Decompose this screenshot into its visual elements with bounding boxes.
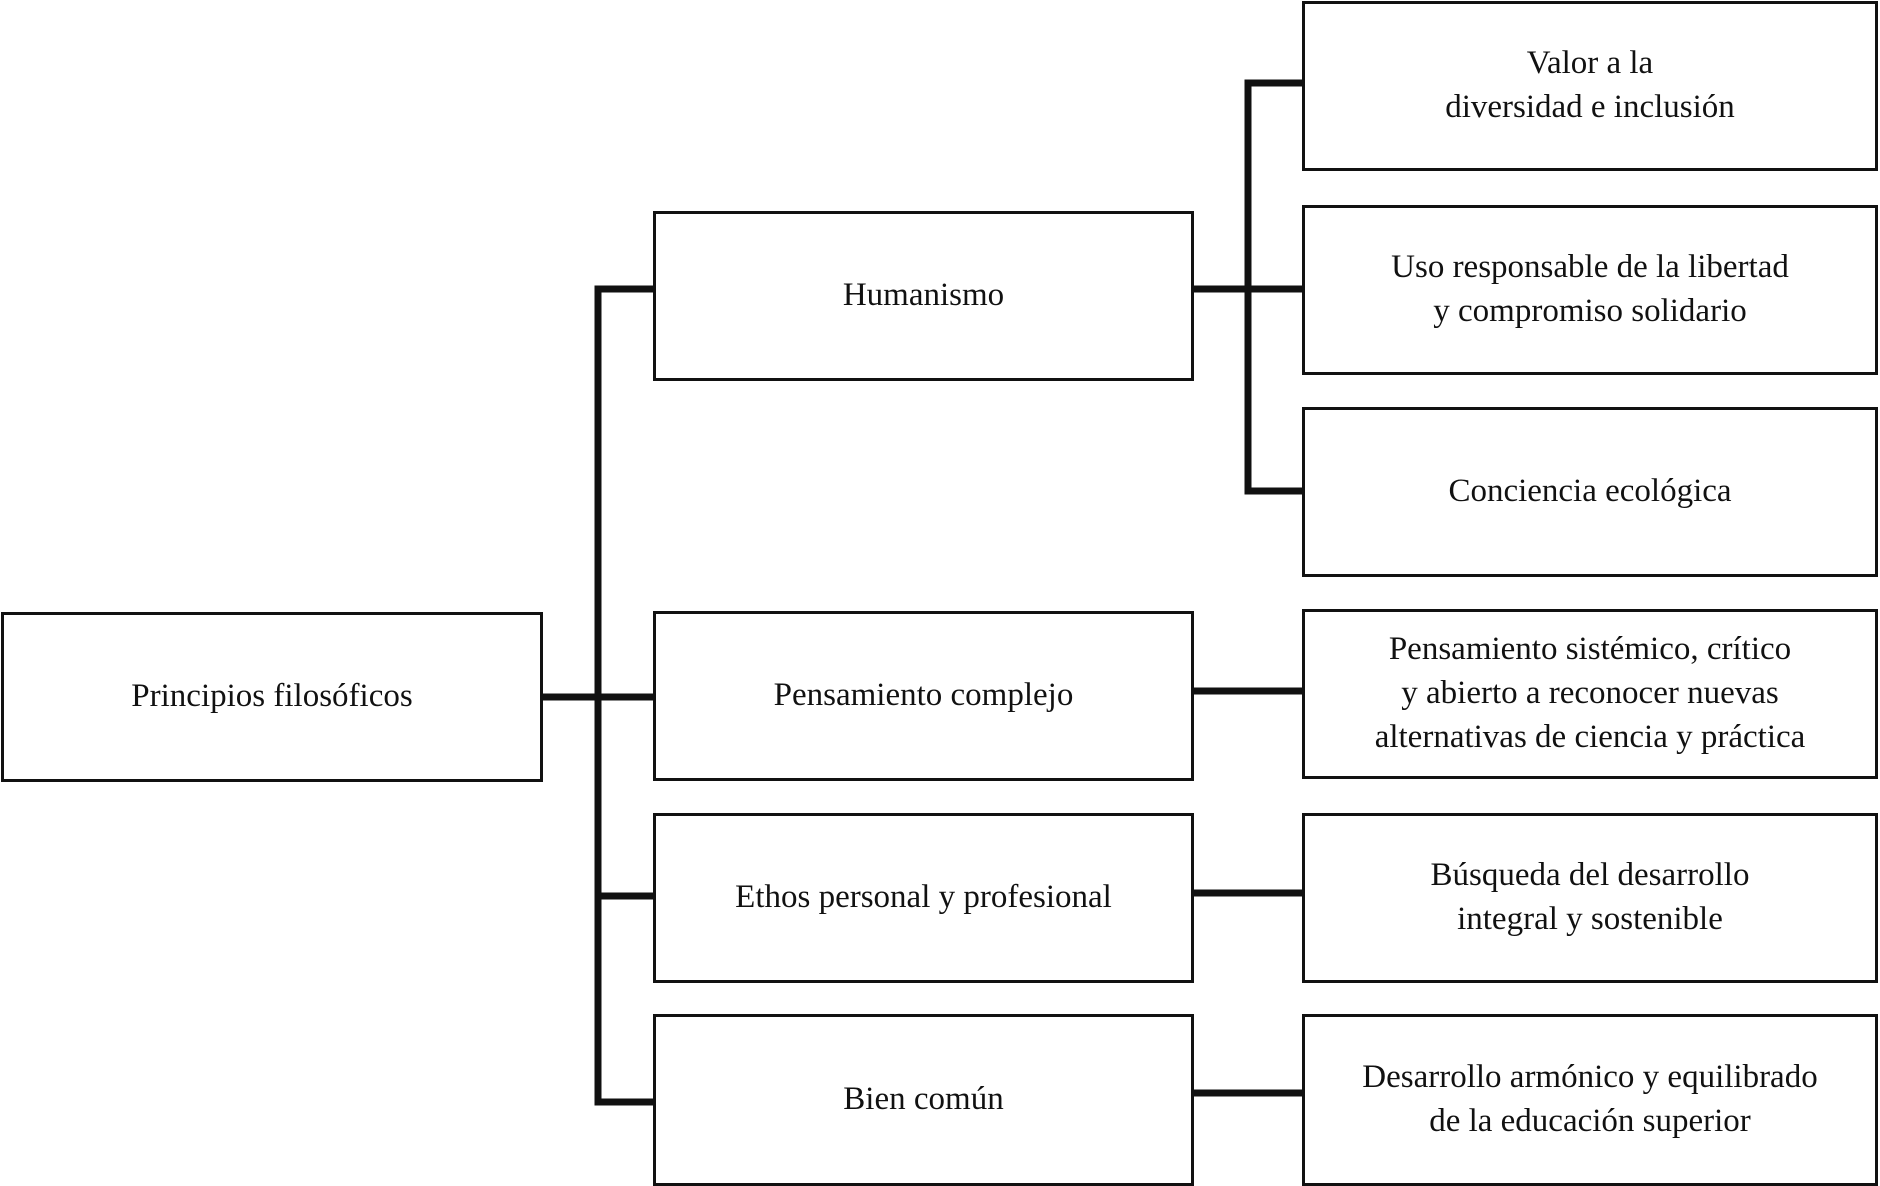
root-node-principios: Principios filosóficos [1,612,543,782]
leaf-node-busqueda-desarrollo: Búsqueda del desarrollo integral y soste… [1302,813,1878,983]
leaf-node-conciencia-ecologica: Conciencia ecológica [1302,407,1878,577]
branch-node-humanismo: Humanismo [653,211,1194,381]
branch-node-bien-comun: Bien común [653,1014,1194,1186]
branch-node-ethos: Ethos personal y profesional [653,813,1194,983]
leaf-node-valor-diversidad: Valor a la diversidad e inclusión [1302,1,1878,171]
leaf-node-desarrollo-armonico: Desarrollo armónico y equilibrado de la … [1302,1014,1878,1186]
leaf-node-pensamiento-sistemico: Pensamiento sistémico, crítico y abierto… [1302,609,1878,779]
leaf-node-uso-responsable: Uso responsable de la libertad y comprom… [1302,205,1878,375]
branch-node-pensamiento-complejo: Pensamiento complejo [653,611,1194,781]
